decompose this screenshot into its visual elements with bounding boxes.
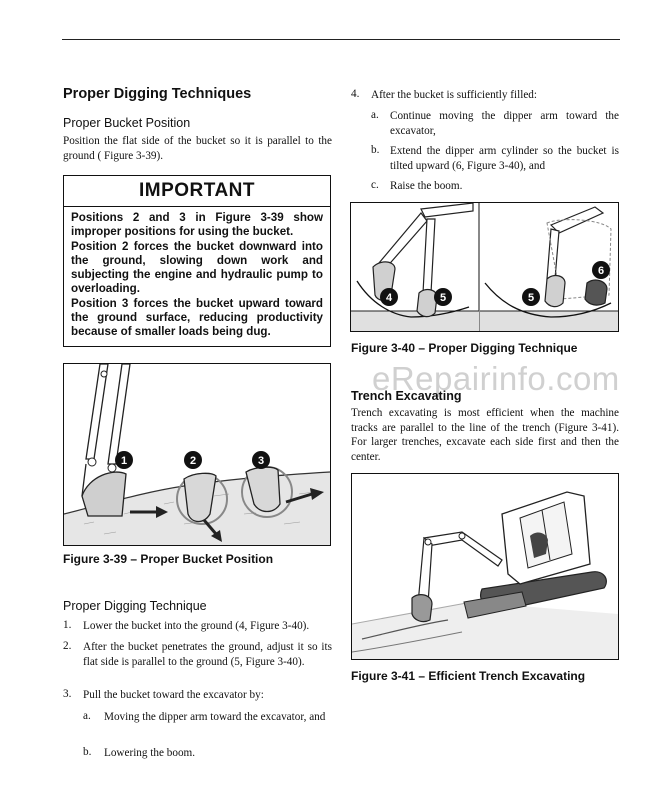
step-2-number: 2. [63, 640, 72, 652]
step-4b-letter: b. [371, 144, 380, 156]
step-4c-text: Raise the boom. [390, 180, 463, 192]
callout-6 [592, 261, 610, 279]
section-heading: Proper Digging Techniques [63, 86, 252, 102]
svg-text:3: 3 [258, 455, 264, 467]
step-2-text: After the bucket penetrates the ground, … [83, 641, 332, 668]
important-notice: IMPORTANT Positions 2 and 3 in Figure 3-… [63, 175, 331, 347]
svg-text:6: 6 [598, 265, 604, 277]
step-4c-letter: c. [371, 179, 379, 191]
step-3b-text: Lowering the boom. [104, 747, 196, 759]
step-4-number: 4. [351, 88, 360, 100]
bucket-position-heading: Proper Bucket Position [63, 116, 191, 130]
watermark: eRepairinfo.com [372, 360, 620, 397]
header-rule [62, 39, 620, 40]
svg-text:5: 5 [528, 292, 534, 304]
important-body: Positions 2 and 3 in Figure 3-39 show im… [64, 207, 330, 340]
step-4-text: After the bucket is sufficiently filled: [371, 89, 538, 101]
callout-1 [115, 451, 133, 469]
important-line-2: Position 2 forces the bucket downward in… [71, 239, 323, 296]
figure-3-41-caption: Figure 3-41 – Efficient Trench Excavatin… [351, 669, 586, 683]
figure-3-40: 4 5 5 6 [350, 202, 619, 332]
callout-5a [434, 288, 452, 306]
bucket-position-illustration: 1 2 3 [64, 364, 330, 545]
important-title: IMPORTANT [64, 176, 330, 207]
figure-3-41 [351, 473, 619, 660]
trench-excavating-illustration [352, 491, 618, 659]
trench-heading: Trench Excavating [351, 389, 462, 403]
step-4a-text: Continue moving the dipper arm toward th… [390, 110, 619, 137]
digging-technique-heading: Proper Digging Technique [63, 599, 207, 613]
important-line-1: Positions 2 and 3 in Figure 3-39 show im… [71, 211, 323, 239]
step-3a-letter: a. [83, 710, 91, 722]
callout-2 [184, 451, 202, 469]
figure-3-39: 1 2 3 [63, 363, 331, 546]
step-1-text: Lower the bucket into the ground (4, Fig… [83, 620, 310, 632]
trench-text: Trench excavating is most efficient when… [351, 407, 619, 463]
figure-3-40-caption: Figure 3-40 – Proper Digging Technique [351, 341, 578, 355]
svg-text:4: 4 [386, 292, 393, 304]
callout-3 [252, 451, 270, 469]
svg-text:5: 5 [440, 292, 446, 304]
step-3a-text: Moving the dipper arm toward the excavat… [104, 711, 326, 723]
step-4b-text: Extend the dipper arm cylinder so the bu… [390, 145, 619, 172]
svg-text:2: 2 [190, 455, 196, 467]
svg-text:1: 1 [121, 455, 127, 467]
step-3-number: 3. [63, 688, 72, 700]
callout-4 [380, 288, 398, 306]
step-4a-letter: a. [371, 109, 379, 121]
step-3b-letter: b. [83, 746, 92, 758]
figure-3-39-caption: Figure 3-39 – Proper Bucket Position [63, 552, 274, 566]
bucket-position-text: Position the flat side of the bucket so … [63, 135, 332, 162]
important-line-3: Position 3 forces the bucket upward towa… [71, 296, 323, 339]
step-3-text: Pull the bucket toward the excavator by: [83, 689, 264, 701]
digging-technique-illustration: 4 5 5 6 [351, 203, 618, 331]
step-1-number: 1. [63, 619, 72, 631]
callout-5b [522, 288, 540, 306]
